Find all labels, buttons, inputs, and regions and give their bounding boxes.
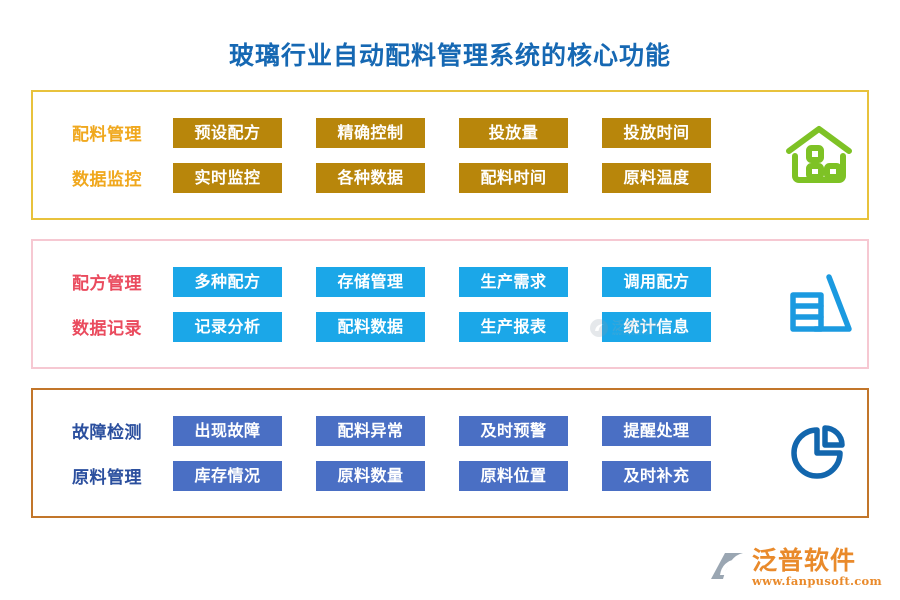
- chip-item[interactable]: 库存情况: [173, 460, 282, 491]
- chip-item[interactable]: 统计信息: [602, 311, 711, 342]
- chip-item[interactable]: 及时预警: [459, 415, 568, 446]
- chip-item[interactable]: 原料温度: [602, 162, 711, 193]
- section-icon-slot: [771, 390, 867, 516]
- brand-text: 泛普软件 www.fanpusoft.com: [751, 545, 882, 588]
- chip-item[interactable]: 生产报表: [459, 311, 568, 342]
- chip-group: 多种配方 存储管理 生产需求 调用配方: [173, 266, 711, 297]
- table-row: 数据记录 记录分析 配料数据 生产报表 统计信息: [41, 310, 771, 343]
- sections-container: 配料管理 预设配方 精确控制 投放量 投放时间 数据监控 实时监控 各种数据 配…: [0, 90, 900, 518]
- row-label: 数据监控: [72, 170, 142, 190]
- chip-item[interactable]: 原料位置: [459, 460, 568, 491]
- fanpu-swoosh-icon: [710, 552, 743, 579]
- chip-item[interactable]: 投放时间: [602, 117, 711, 148]
- section-rows: 配料管理 预设配方 精确控制 投放量 投放时间 数据监控 实时监控 各种数据 配…: [33, 116, 771, 194]
- chip-item[interactable]: 配料异常: [316, 415, 425, 446]
- section-rows: 配方管理 多种配方 存储管理 生产需求 调用配方 数据记录 记录分析 配料数据 …: [33, 265, 771, 343]
- chip-item[interactable]: 调用配方: [602, 266, 711, 297]
- chip-item[interactable]: 配料时间: [459, 162, 568, 193]
- chip-item[interactable]: 配料数据: [316, 311, 425, 342]
- warehouse-house-icon: [786, 126, 852, 183]
- section-fault: 故障检测 出现故障 配料异常 及时预警 提醒处理 原料管理 库存情况 原料数量 …: [31, 388, 869, 518]
- chart-stack-icon: [790, 274, 852, 332]
- chip-item[interactable]: 预设配方: [173, 117, 282, 148]
- row-label: 配料管理: [72, 125, 142, 145]
- pie-chart-icon: [791, 425, 845, 479]
- section-rows: 故障检测 出现故障 配料异常 及时预警 提醒处理 原料管理 库存情况 原料数量 …: [33, 414, 771, 492]
- chip-group: 库存情况 原料数量 原料位置 及时补充: [173, 460, 711, 491]
- brand-name: 泛普软件: [751, 545, 856, 575]
- table-row: 配料管理 预设配方 精确控制 投放量 投放时间: [41, 116, 771, 149]
- section-icon-slot: [771, 241, 867, 367]
- chip-item[interactable]: 提醒处理: [602, 415, 711, 446]
- chip-group: 出现故障 配料异常 及时预警 提醒处理: [173, 415, 711, 446]
- chip-item[interactable]: 多种配方: [173, 266, 282, 297]
- section-recipe: 配方管理 多种配方 存储管理 生产需求 调用配方 数据记录 记录分析 配料数据 …: [31, 239, 869, 369]
- row-label: 故障检测: [72, 423, 142, 443]
- section-icon-slot: [771, 92, 867, 218]
- chip-group: 实时监控 各种数据 配料时间 原料温度: [173, 162, 711, 193]
- chip-item[interactable]: 实时监控: [173, 162, 282, 193]
- table-row: 原料管理 库存情况 原料数量 原料位置 及时补充: [41, 459, 771, 492]
- brand-url: www.fanpusoft.com: [751, 574, 882, 588]
- page-title: 玻璃行业自动配料管理系统的核心功能: [228, 41, 671, 70]
- row-label: 原料管理: [72, 468, 142, 488]
- chip-item[interactable]: 各种数据: [316, 162, 425, 193]
- table-row: 数据监控 实时监控 各种数据 配料时间 原料温度: [41, 161, 771, 194]
- chip-item[interactable]: 存储管理: [316, 266, 425, 297]
- chip-item[interactable]: 投放量: [459, 117, 568, 148]
- chip-group: 记录分析 配料数据 生产报表 统计信息: [173, 311, 711, 342]
- chip-item[interactable]: 及时补充: [602, 460, 711, 491]
- chip-item[interactable]: 原料数量: [316, 460, 425, 491]
- row-label: 数据记录: [72, 319, 142, 339]
- chip-item[interactable]: 生产需求: [459, 266, 568, 297]
- section-batching: 配料管理 预设配方 精确控制 投放量 投放时间 数据监控 实时监控 各种数据 配…: [31, 90, 869, 220]
- row-label: 配方管理: [72, 274, 142, 294]
- chip-group: 预设配方 精确控制 投放量 投放时间: [173, 117, 711, 148]
- table-row: 配方管理 多种配方 存储管理 生产需求 调用配方: [41, 265, 771, 298]
- table-row: 故障检测 出现故障 配料异常 及时预警 提醒处理: [41, 414, 771, 447]
- chip-item[interactable]: 精确控制: [316, 117, 425, 148]
- brand-logo: 泛普软件 www.fanpusoft.com: [709, 545, 882, 588]
- chip-item[interactable]: 出现故障: [173, 415, 282, 446]
- chip-item[interactable]: 记录分析: [173, 311, 282, 342]
